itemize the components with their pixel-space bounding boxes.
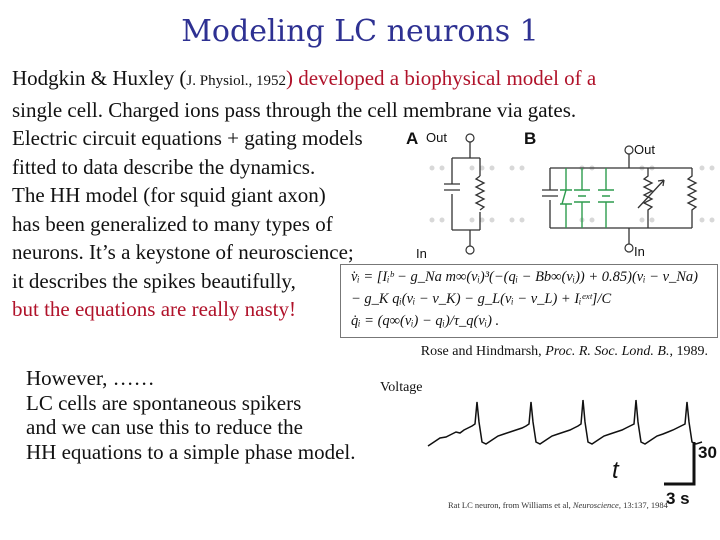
intro-line-7: neurons. It’s a keystone of neuroscience… (12, 240, 354, 264)
lc-voltage-trace: 30 3 s t (424, 392, 720, 516)
intro-line-5: The HH model (for squid giant axon) (12, 183, 326, 207)
membrane-bilayer (429, 165, 715, 223)
lc-line-4: HH equations to a simple phase model. (26, 439, 356, 464)
intro-paragraph: Hodgkin & Huxley (J. Physiol., 1952) dev… (12, 64, 712, 324)
citation-year: , 1989. (669, 344, 709, 359)
panel-b-out-terminal (624, 145, 634, 155)
slide-title: Modeling LC neurons 1 (181, 14, 539, 49)
spike-trace (427, 399, 703, 447)
intro-line-1-end: ) developed a biophysical model of a (286, 66, 597, 90)
panel-a-in-terminal (465, 245, 475, 255)
intro-line-3: Electric circuit equations + gating mode… (12, 126, 363, 150)
hh-reference: J. Physiol., 1952 (186, 73, 287, 89)
lc-paragraph: However, …… LC cells are spontaneous spi… (26, 366, 356, 464)
panel-b-in-label: In (634, 244, 645, 259)
time-axis-label: t (612, 457, 620, 484)
trace-credit: Rat LC neuron, from Williams et al, Neur… (448, 500, 668, 510)
scale-time-label: 3 s (666, 489, 690, 508)
panel-b-label: B (524, 129, 536, 148)
citation-journal: Proc. R. Soc. Lond. B. (545, 344, 670, 359)
circuit-svg: A B Out In Out In (406, 129, 715, 261)
credit-end: , 13:137, 1984 (618, 500, 668, 510)
intro-line-8: it describes the spikes beautifully, (12, 268, 296, 293)
lc-line-1: However, …… (26, 366, 155, 390)
panel-a-in-label: In (416, 246, 427, 261)
voltage-label: Voltage (380, 380, 423, 395)
panel-a-wiring (444, 142, 486, 246)
equation-line-2: − g_K qᵢ(vᵢ − v_K) − g_L(vᵢ − v_L) + Iᵢᵉ… (351, 291, 612, 307)
voltage-trace-svg: 30 3 s t (427, 399, 717, 508)
citation-authors: Rose and Hindmarsh, (420, 344, 546, 359)
panel-b-wiring (542, 154, 698, 244)
panel-b-out-label: Out (634, 142, 655, 157)
panel-a-label: A (406, 129, 418, 148)
panel-b-in-terminal (624, 243, 634, 253)
hindmarsh-rose-equations: v̇ᵢ = [Iᵢᵇ − g_Na m∞(vᵢ)³(−(qᵢ − Bb∞(vᵢ)… (340, 264, 718, 338)
intro-line-6: has been generalized to many types of (12, 211, 333, 236)
panel-a-out-label: Out (426, 130, 447, 145)
membrane-circuit-diagram: A B Out In Out In (402, 124, 720, 264)
panel-b-green-channels (560, 168, 614, 228)
scale-voltage-label: 30 (698, 443, 717, 462)
lc-line-2: LC cells are spontaneous spikers (26, 390, 302, 415)
intro-line-4: fitted to data describe the dynamics. (12, 154, 316, 179)
equation-line-1: v̇ᵢ = [Iᵢᵇ − g_Na m∞(vᵢ)³(−(qᵢ − Bb∞(vᵢ)… (351, 269, 699, 285)
equation-line-3: q̇ᵢ = (q∞(vᵢ) − qᵢ)/τ_q(vᵢ) . (351, 313, 500, 329)
lc-line-3: and we can use this to reduce the (26, 415, 303, 439)
scale-bar (664, 442, 696, 486)
intro-line-1-start: Hodgkin & Huxley ( (12, 66, 187, 90)
panel-a-out-terminal (465, 133, 475, 143)
intro-line-9: but the equations are really nasty! (12, 297, 296, 321)
credit-journal: Neuroscience (572, 500, 619, 510)
credit-start: Rat LC neuron, from Williams et al, (448, 500, 573, 510)
equations-citation: Rose and Hindmarsh, Proc. R. Soc. Lond. … (421, 344, 708, 360)
intro-line-2: single cell. Charged ions pass through t… (12, 97, 577, 122)
intro-line-1: Hodgkin & Huxley (J. Physiol., 1952) dev… (12, 64, 712, 96)
